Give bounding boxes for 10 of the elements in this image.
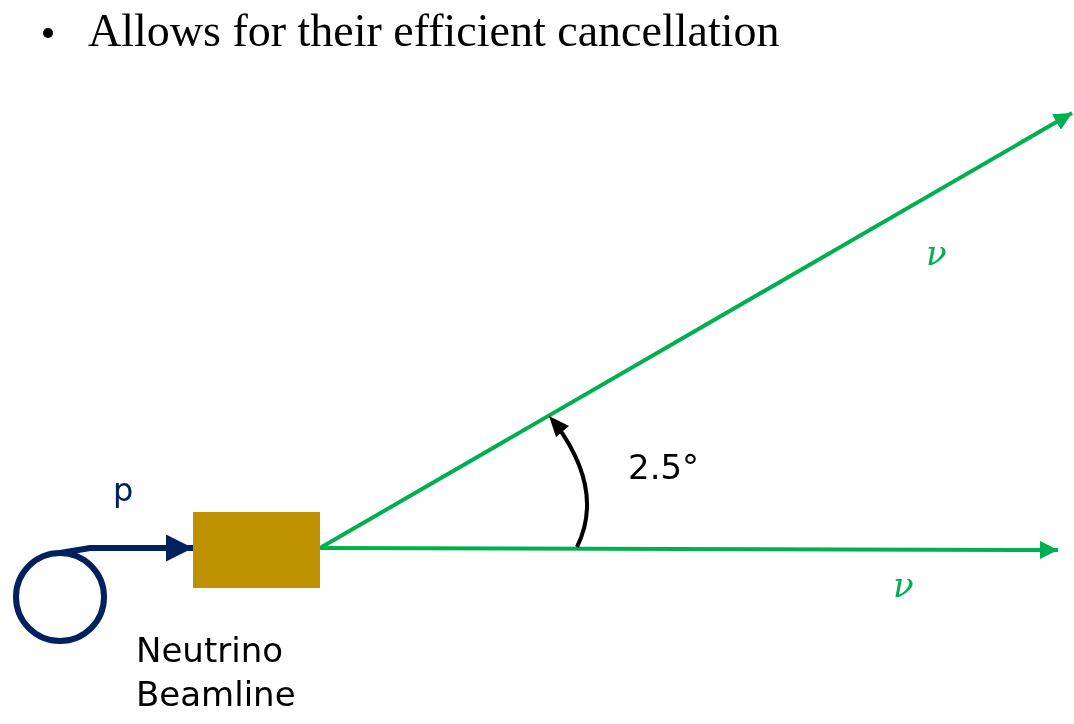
ring-symbol <box>13 550 107 644</box>
arrow <box>59 534 193 562</box>
edge-label: ν <box>893 568 914 602</box>
edge-label: p <box>113 474 134 506</box>
target-block <box>193 512 320 588</box>
angle-label: 2.5° <box>628 450 700 484</box>
beam-arrow <box>320 540 1058 559</box>
edge-label: ν <box>926 236 947 270</box>
node-label: Neutrino Beamline <box>136 629 297 717</box>
bullet-text: Allows for their efficient cancellation <box>88 6 780 57</box>
